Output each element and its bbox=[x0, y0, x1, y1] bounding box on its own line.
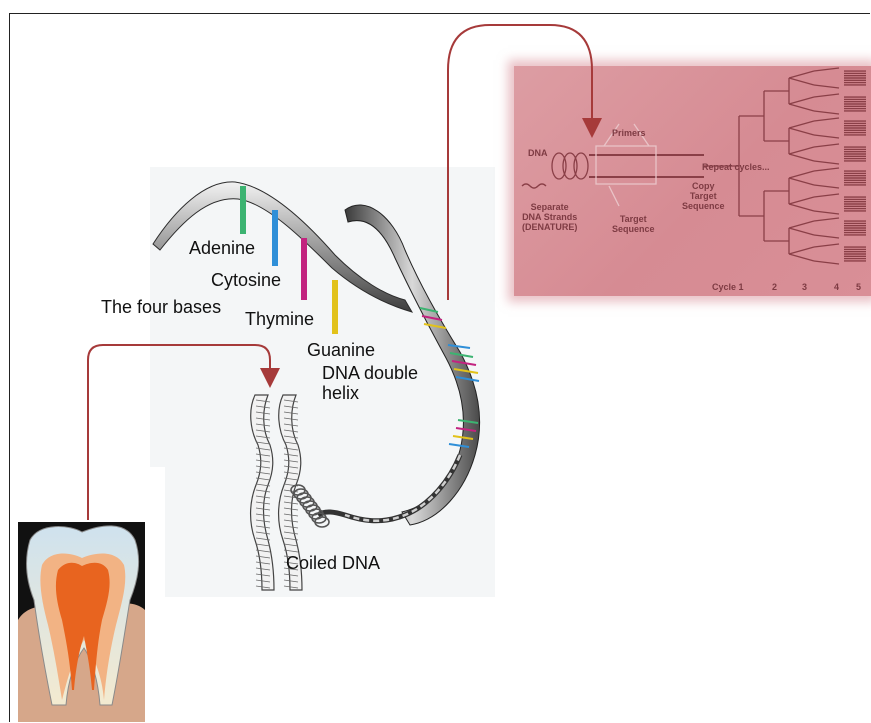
pcr-arrowhead bbox=[582, 118, 602, 138]
guanine-base bbox=[332, 280, 338, 334]
chromosome-arrowhead bbox=[260, 368, 280, 388]
dna-coil bbox=[291, 485, 329, 527]
helix-to-pcr-arrow bbox=[448, 25, 592, 300]
thymine-base bbox=[301, 238, 307, 300]
label-dna-double-helix: DNA double helix bbox=[322, 363, 418, 403]
adenine-base bbox=[240, 186, 246, 234]
label-cytosine: Cytosine bbox=[211, 270, 281, 290]
label-four-bases: The four bases bbox=[101, 297, 221, 317]
label-adenine: Adenine bbox=[189, 238, 255, 258]
label-thymine: Thymine bbox=[245, 309, 314, 329]
cytosine-base bbox=[272, 210, 278, 266]
tooth-cross-section bbox=[18, 522, 145, 722]
tooth-to-chromosome-arrow bbox=[88, 345, 270, 520]
label-coiled-dna: Coiled DNA bbox=[286, 553, 380, 573]
label-guanine: Guanine bbox=[307, 340, 375, 360]
